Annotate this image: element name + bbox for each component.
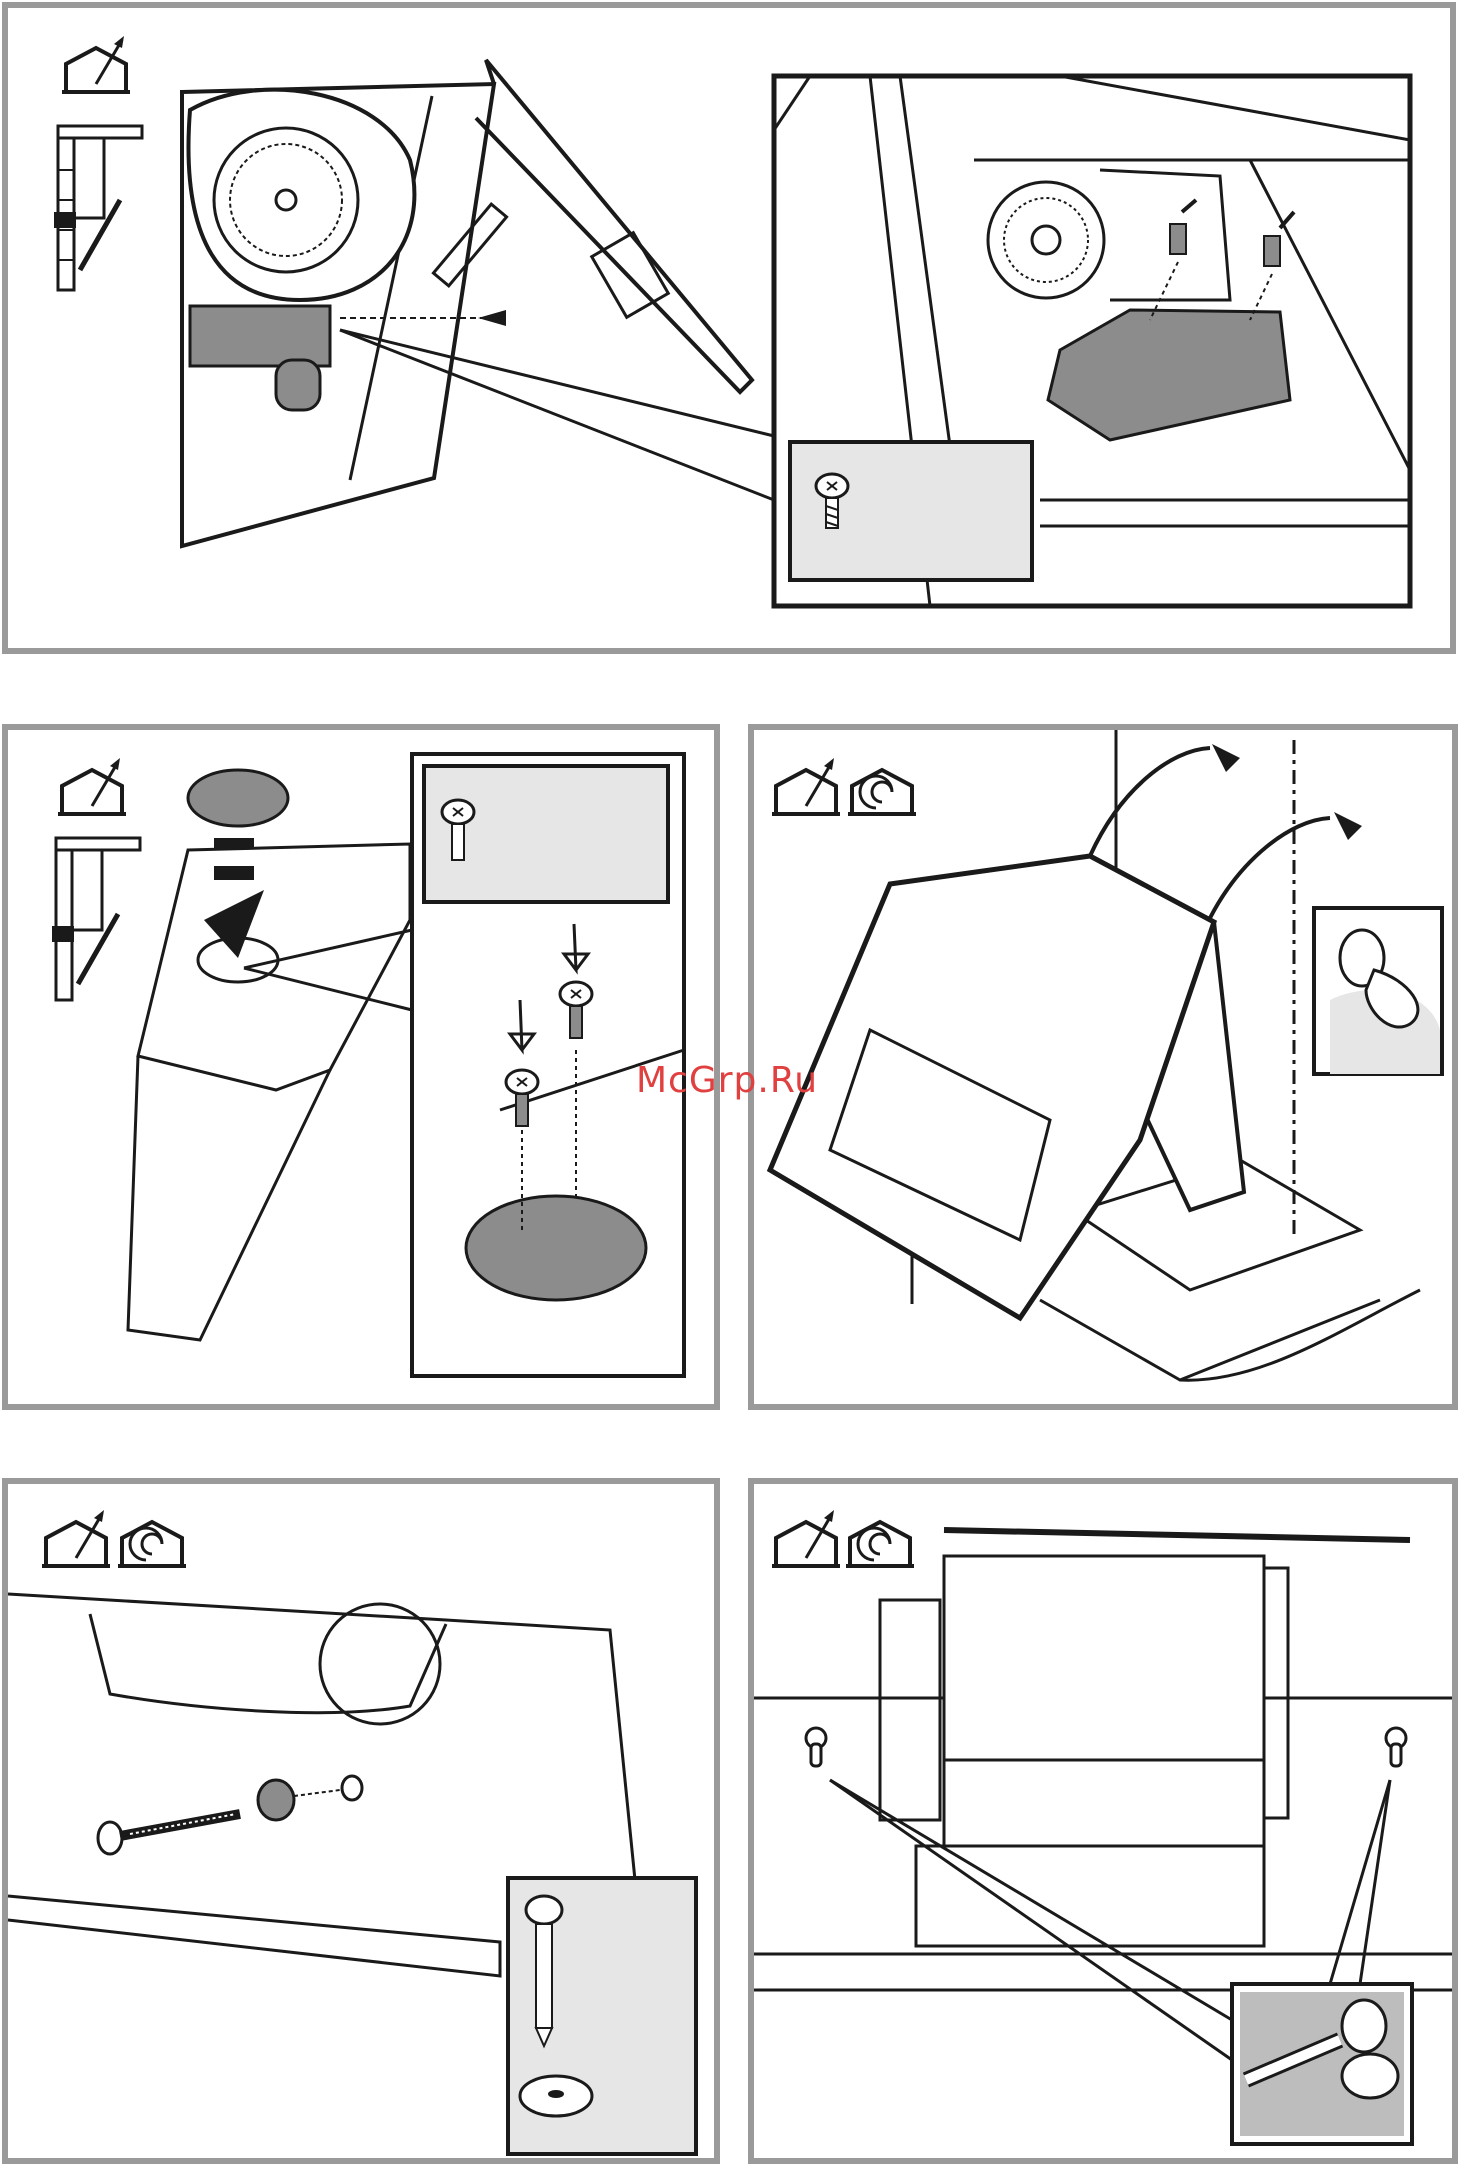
wall-plug-part — [342, 1776, 362, 1800]
screw-inset — [424, 766, 668, 902]
wall-section-icon — [54, 126, 142, 290]
house-ducted-icon — [42, 1510, 110, 1566]
arrow-down-icon — [1334, 812, 1362, 840]
hood-body-illustration — [128, 844, 410, 1340]
house-recirculation-icon — [848, 770, 916, 814]
house-ducted-icon — [772, 758, 840, 814]
wall-section-icon — [52, 838, 140, 1000]
house-ducted-icon — [62, 36, 130, 92]
junction-box-part — [190, 306, 330, 410]
hood-canopy-illustration — [770, 856, 1214, 1318]
watermark-text: McGrp.Ru — [636, 1060, 818, 1101]
wall-screw-part — [98, 1814, 240, 1854]
screw-and-washer-inset — [508, 1878, 696, 2154]
blower-motor-illustration — [188, 90, 414, 300]
arrow-left-icon — [478, 310, 506, 326]
washer-part — [258, 1780, 294, 1820]
keyhole-hook-icon — [1386, 1728, 1406, 1766]
keyhole-hook-icon — [806, 1728, 826, 1766]
house-ducted-icon — [58, 758, 126, 814]
screwdriver-inset — [1232, 1984, 1412, 2144]
valve-cap-part — [188, 770, 288, 826]
keyhole-inset — [1314, 908, 1442, 1074]
screw-inset — [790, 442, 1032, 580]
house-ducted-icon — [772, 1510, 840, 1566]
arrow-down-icon — [1212, 744, 1240, 772]
house-recirculation-icon — [846, 1522, 914, 1566]
house-recirculation-icon — [118, 1522, 186, 1566]
